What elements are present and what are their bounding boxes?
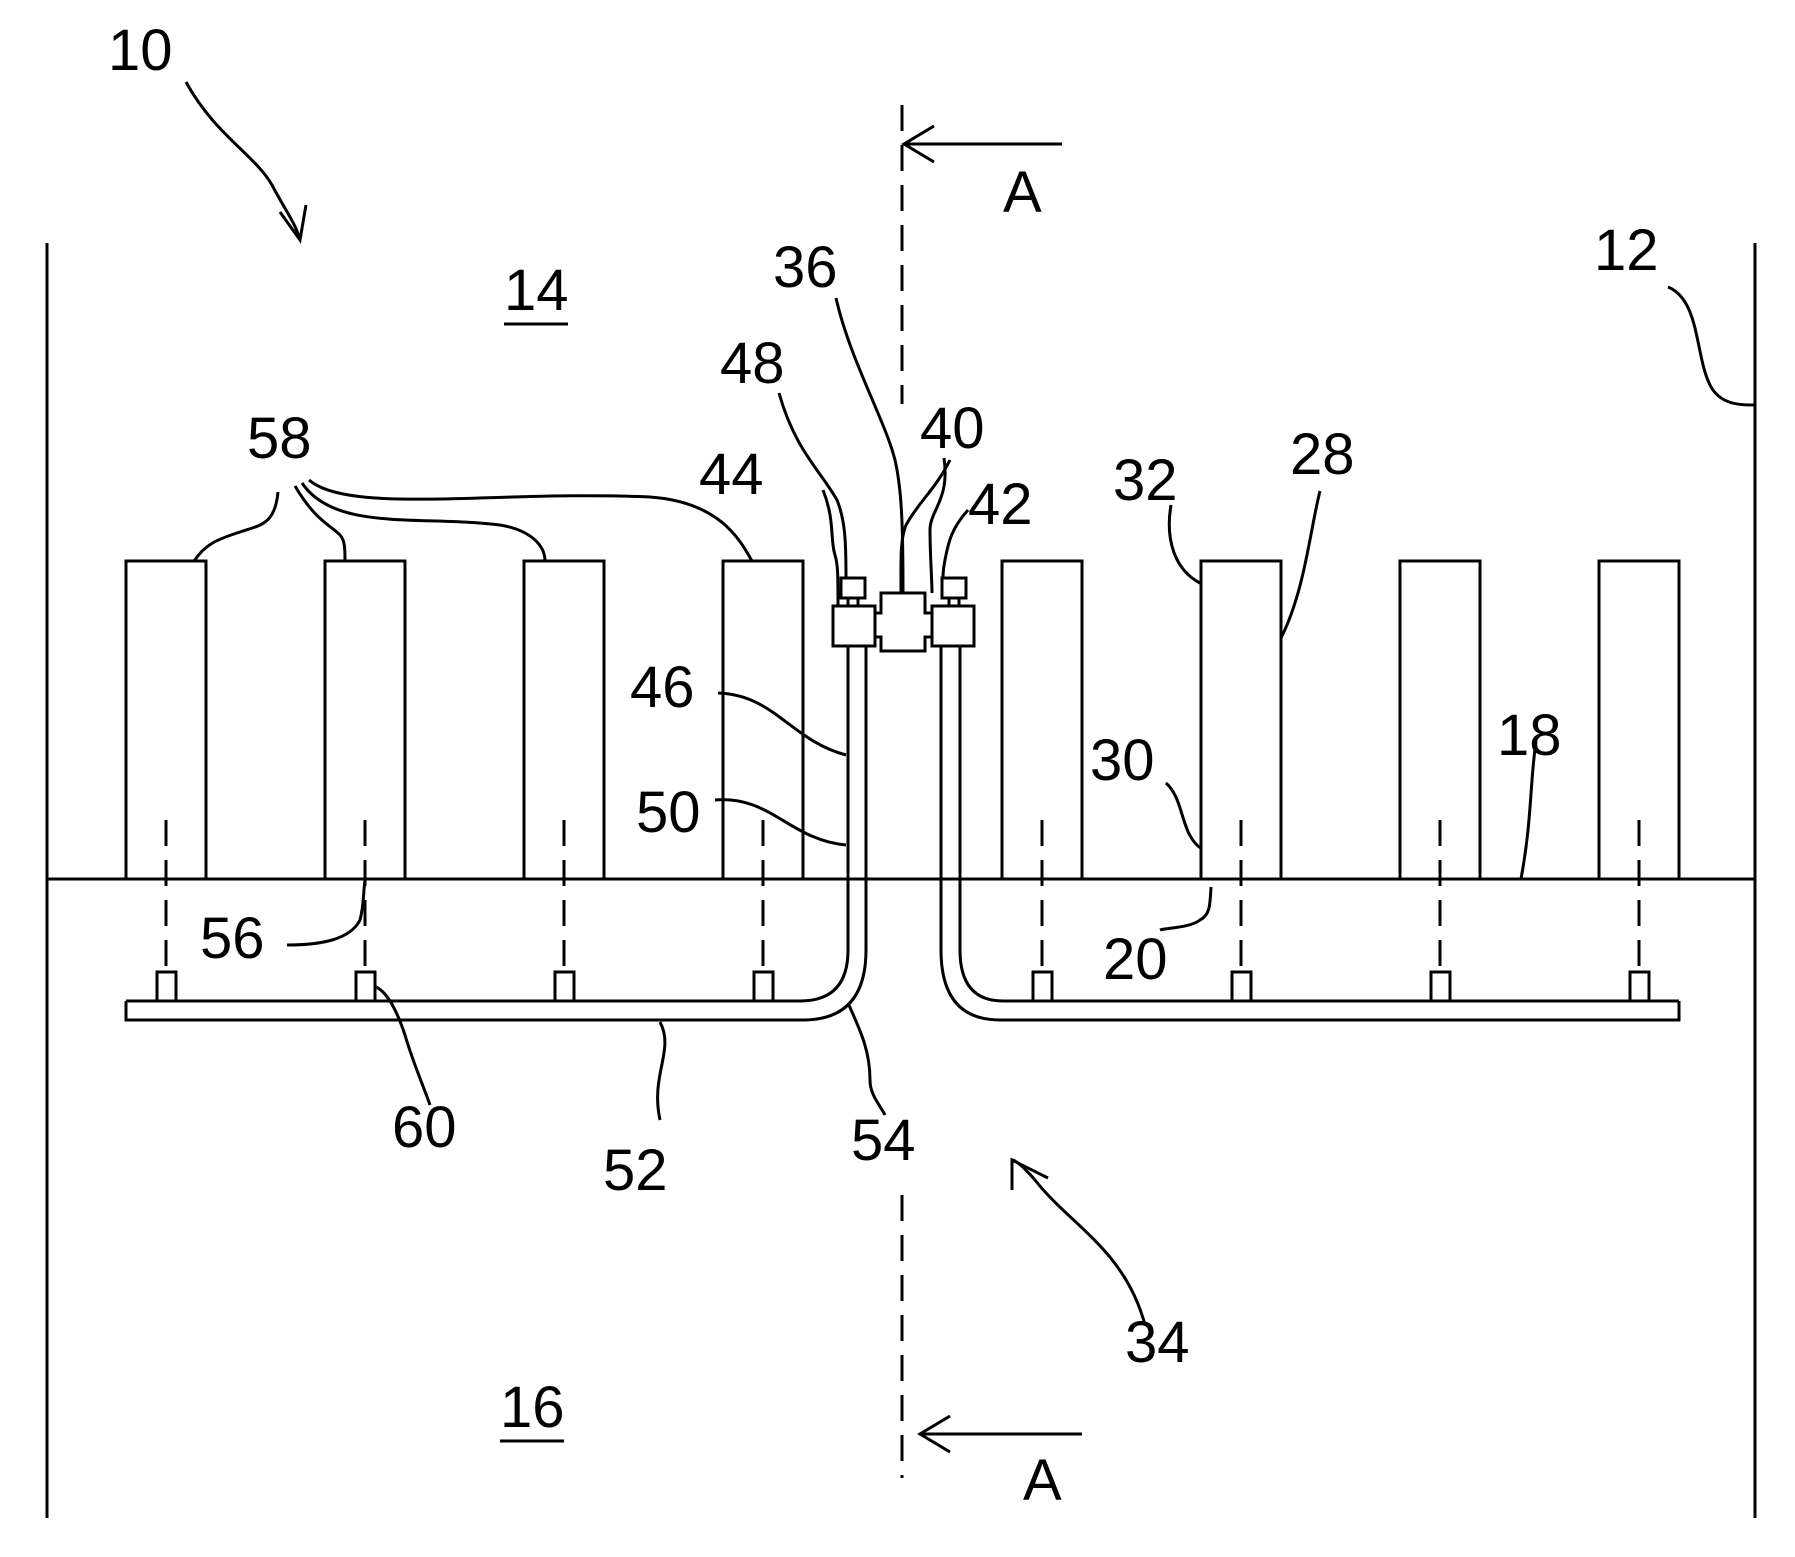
nozzles xyxy=(157,972,1649,1001)
label-20: 20 xyxy=(1103,927,1168,992)
left-connector-cap xyxy=(841,578,865,598)
pillars-right xyxy=(1002,561,1679,879)
label-58: 58 xyxy=(247,406,312,471)
pillars-left xyxy=(126,561,803,879)
right-connector-cap xyxy=(942,578,966,598)
label-48: 48 xyxy=(720,331,785,396)
label-34: 34 xyxy=(1125,1310,1190,1375)
label-60: 60 xyxy=(392,1095,457,1160)
label-16: 16 xyxy=(500,1375,565,1440)
label-56: 56 xyxy=(200,906,265,971)
label-46: 46 xyxy=(630,655,695,720)
label-44: 44 xyxy=(699,442,764,507)
label-42: 42 xyxy=(968,472,1033,537)
label-28: 28 xyxy=(1290,422,1355,487)
section-arrow-top xyxy=(904,126,1062,162)
section-label-bottom: A xyxy=(1023,1448,1062,1513)
right-connector xyxy=(932,606,974,646)
label-36: 36 xyxy=(773,235,838,300)
label-40: 40 xyxy=(920,396,985,461)
label-10: 10 xyxy=(108,18,173,83)
label-30: 30 xyxy=(1090,728,1155,793)
label-12: 12 xyxy=(1594,218,1659,283)
label-14: 14 xyxy=(504,258,569,323)
center-block xyxy=(875,593,932,651)
section-arrow-bottom xyxy=(920,1416,1082,1452)
label-52: 52 xyxy=(603,1138,668,1203)
label-18: 18 xyxy=(1497,703,1562,768)
label-54: 54 xyxy=(851,1108,916,1173)
label-50: 50 xyxy=(636,780,701,845)
left-connector xyxy=(833,606,875,646)
label-32: 32 xyxy=(1113,448,1178,513)
section-label-top: A xyxy=(1003,160,1042,225)
